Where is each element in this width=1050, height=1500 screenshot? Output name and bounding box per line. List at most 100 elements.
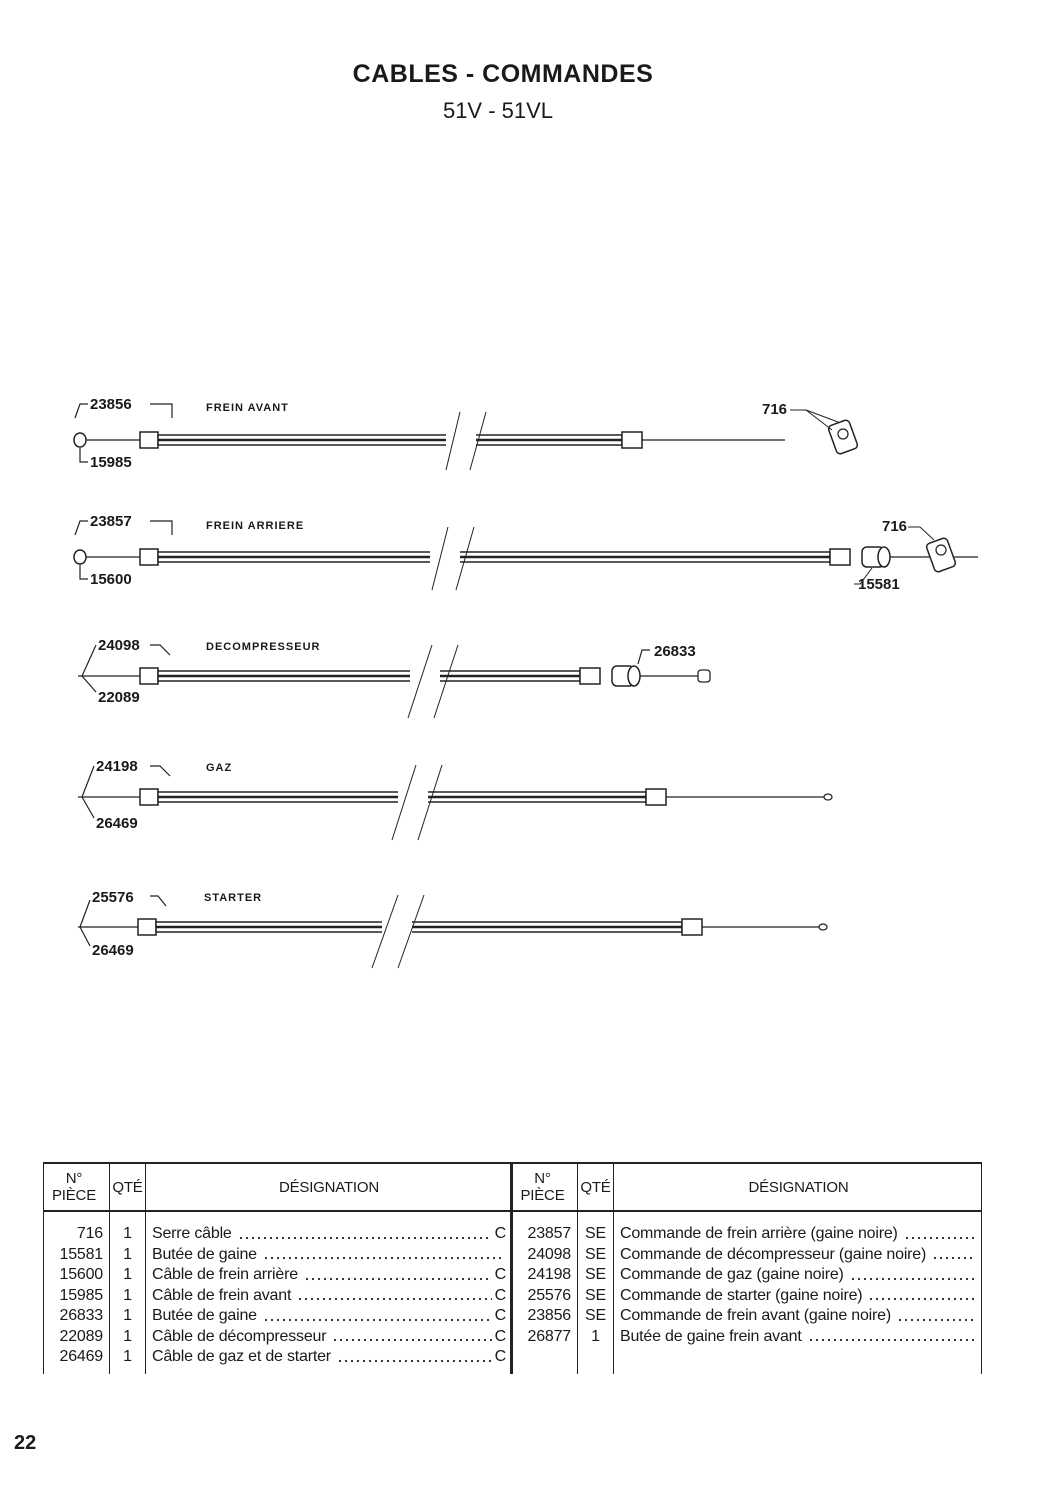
designation-mark: C [494, 1286, 507, 1304]
ref-label: 22089 [98, 689, 140, 706]
part-ref: 22089 [59, 1327, 104, 1345]
designation-text: Commande de frein arrière (gaine noire) [620, 1225, 898, 1242]
ref-label: 26469 [92, 942, 134, 959]
ref-label: 716 [762, 401, 787, 418]
part-designation: Serre câble C [152, 1224, 506, 1245]
ref-label: 23856 [90, 396, 132, 413]
part-designation: Commande de starter (gaine noire) [620, 1286, 977, 1307]
part-qty: SE [585, 1225, 606, 1242]
part-ref: 25576 [527, 1286, 572, 1304]
header-qty: QTÉ [109, 1162, 146, 1212]
leader-dots [807, 1338, 974, 1342]
part-ref: 23856 [527, 1307, 572, 1324]
part-ref: 15600 [59, 1266, 104, 1283]
ref-label: 15600 [90, 571, 132, 588]
cable-name: FREIN AVANT [206, 402, 289, 414]
page-number: 22 [14, 1432, 37, 1454]
cable-frein-avant: 23856 15985 FREIN AVANT 716 [73, 396, 859, 471]
part-ref: 24098 [527, 1245, 572, 1263]
leader-dots [237, 1235, 492, 1240]
header-designation: DÉSIGNATION [145, 1162, 513, 1212]
cable-clamp-icon [827, 419, 859, 455]
ref-label: 25576 [92, 889, 134, 906]
header-ref-line2: PIÈCE [520, 1187, 565, 1204]
part-designation: Butée de gaine frein avant [620, 1327, 977, 1348]
ref-label: 24198 [96, 758, 138, 775]
part-ref: 15581 [59, 1245, 104, 1263]
ref-label: 24098 [98, 637, 140, 654]
part-designation: Butée de gaine [152, 1245, 506, 1266]
right-designation-column: Commande de frein arrière (gaine noire) C… [613, 1211, 982, 1374]
part-ref: 26469 [59, 1348, 104, 1365]
left-ref-column: 716 15581 15600 15985 26833 22089 26469 [43, 1211, 110, 1374]
part-designation: Commande de frein arrière (gaine noire) [620, 1224, 977, 1245]
cable-name: DECOMPRESSEUR [206, 641, 320, 653]
page-title: CABLES - COMMANDES [352, 60, 654, 88]
table-body-row: 716 15581 15600 15985 26833 22089 26469 1 1 1 1 1 1… [43, 1211, 982, 1374]
cable-gaz: 24198 26469 GAZ [78, 758, 833, 841]
leader-dots [868, 1297, 974, 1301]
part-qty: 1 [123, 1266, 132, 1283]
part-ref: 23857 [527, 1225, 572, 1242]
designation-text: Commande de starter (gaine noire) [620, 1286, 863, 1304]
part-qty: SE [585, 1286, 606, 1304]
header-ref-line1: N° [65, 1170, 83, 1187]
designation-text: Commande de frein avant (gaine noire) [620, 1307, 891, 1324]
part-qty: 1 [123, 1307, 132, 1324]
header-ref: N° PIÈCE [43, 1162, 110, 1212]
part-ref: 24198 [527, 1266, 572, 1283]
part-qty: 1 [591, 1327, 600, 1345]
designation-text: Commande de décompresseur (gaine noire) [620, 1245, 927, 1263]
designation-mark: C [494, 1225, 507, 1242]
cable-decompresseur: 24098 22089 DECOMPRESSEUR 26833 [78, 637, 711, 719]
parts-table: N° PIÈCE QTÉ DÉSIGNATION N° PIÈCE QTÉ DÉ… [43, 1162, 982, 1374]
part-ref: 26833 [59, 1307, 104, 1324]
designation-text: Serre câble [152, 1225, 232, 1242]
designation-mark: C [494, 1348, 507, 1365]
leader-dots [332, 1338, 492, 1342]
part-qty: 1 [123, 1245, 132, 1263]
leader-dots [303, 1276, 492, 1281]
part-ref: 716 [76, 1225, 103, 1242]
leader-dots [903, 1235, 974, 1240]
cable-name: GAZ [206, 762, 232, 774]
designation-mark: C [494, 1307, 507, 1324]
part-qty: 1 [123, 1286, 132, 1304]
designation-text: Câble de décompresseur [152, 1327, 327, 1345]
designation-text: Butée de gaine [152, 1307, 257, 1324]
part-designation: Butée de gaine C [152, 1306, 506, 1327]
cable-name: FREIN ARRIERE [206, 520, 304, 532]
part-qty: 1 [123, 1348, 132, 1365]
ref-label: 26469 [96, 815, 138, 832]
leader-dots [262, 1256, 503, 1260]
part-designation: Commande de gaz (gaine noire) [620, 1265, 977, 1286]
part-designation: Commande de frein avant (gaine noire) [620, 1306, 977, 1327]
part-qty: 1 [123, 1225, 132, 1242]
part-qty: SE [585, 1245, 606, 1263]
leader-dots [336, 1358, 492, 1363]
header-ref-line1: N° [534, 1170, 551, 1187]
part-designation: Câble de décompresseur C [152, 1327, 506, 1348]
cable-frein-arriere: 23857 15600 FREIN ARRIERE 716 15581 [73, 513, 978, 593]
part-ref: 15985 [59, 1286, 104, 1304]
designation-mark: C [494, 1266, 507, 1283]
part-designation: Câble de frein arrière C [152, 1265, 506, 1286]
ref-label: 15581 [858, 576, 900, 593]
leader-dots [262, 1317, 492, 1322]
leader-dots [896, 1317, 974, 1322]
designation-text: Butée de gaine [152, 1245, 257, 1263]
cables-diagram: 23856 15985 FREIN AVANT 716 23857 15600 … [73, 396, 978, 969]
part-designation: Commande de décompresseur (gaine noire) [620, 1245, 977, 1266]
part-qty: SE [585, 1266, 606, 1283]
header-ref: N° PIÈCE [511, 1162, 578, 1212]
leader-dots [849, 1276, 974, 1281]
designation-mark: C [494, 1327, 507, 1345]
page-subtitle: 51V - 51VL [442, 98, 554, 123]
designation-text: Câble de gaz et de starter [152, 1348, 331, 1365]
designation-text: Câble de frein arrière [152, 1266, 298, 1283]
